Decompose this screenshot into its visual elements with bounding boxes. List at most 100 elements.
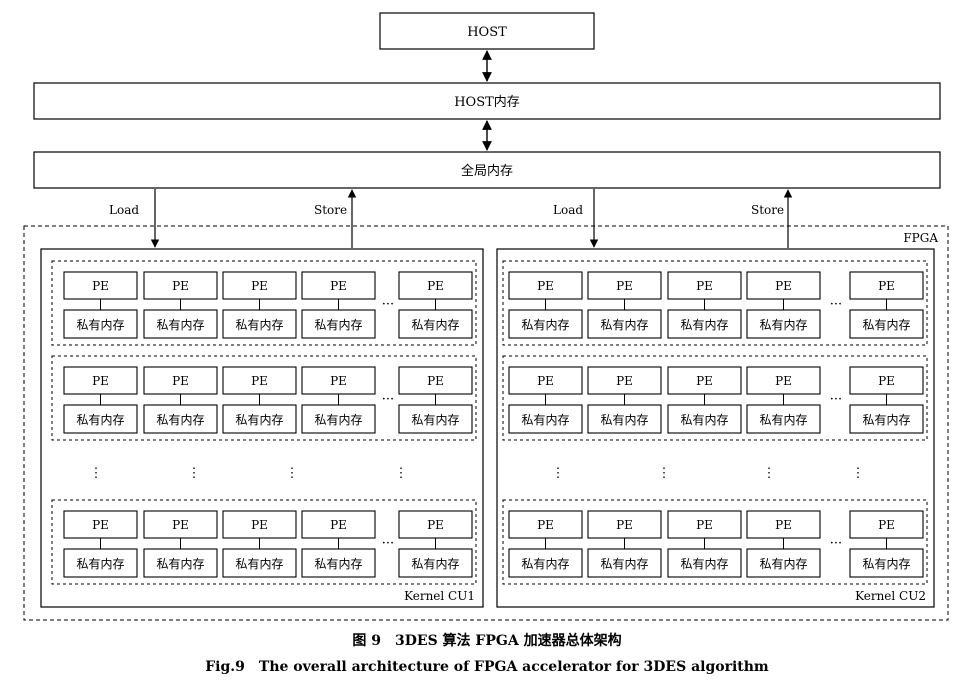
private-memory-label: 私有内存 [759,557,807,571]
pe-label: PE [616,279,633,293]
pe-label: PE [878,374,895,388]
pe-cell: PE 私有内存 [222,510,297,578]
store-label-cu2: Store [751,203,784,217]
kernel-cu2: Kernel CU2 [496,248,935,608]
private-memory-box [667,548,742,578]
fpga-boundary: FPGA [23,225,949,621]
horizontal-ellipsis: ··· [830,536,842,551]
fpga-label: FPGA [903,231,938,245]
horizontal-ellipsis: ··· [830,392,842,407]
private-memory-label: 私有内存 [156,318,204,332]
pe-row-boundary [502,260,928,346]
private-memory-label: 私有内存 [235,557,283,571]
private-memory-label: 私有内存 [411,557,459,571]
private-memory-box [667,404,742,434]
pe-label: PE [92,374,109,388]
private-memory-label: 私有内存 [521,413,569,427]
private-memory-box [587,309,662,339]
private-memory-label: 私有内存 [862,318,910,332]
pe-label: PE [775,279,792,293]
pe-cell: PE 私有内存 [508,510,583,578]
global-memory-label: 全局内存 [461,163,513,179]
vertical-ellipsis: ⋮ [90,466,103,481]
private-memory-label: 私有内存 [680,318,728,332]
pe-label: PE [330,374,347,388]
private-memory-box [746,548,821,578]
pe-box [746,271,821,300]
pe-box [587,510,662,539]
private-memory-label: 私有内存 [76,318,124,332]
private-memory-label: 私有内存 [156,557,204,571]
private-memory-box [143,548,218,578]
load-label-cu1: Load [109,203,139,217]
kernel-cu1-label: Kernel CU1 [404,589,475,603]
private-memory-label: 私有内存 [411,413,459,427]
pe-box [222,366,297,395]
private-memory-label: 私有内存 [759,318,807,332]
pe-label: PE [537,518,554,532]
host-label: HOST [467,25,507,40]
pe-label: PE [696,374,713,388]
pe-cell: PE 私有内存 [398,510,473,578]
pe-label: PE [172,279,189,293]
private-memory-box [301,548,376,578]
caption-zh: 图 9 3DES 算法 FPGA 加速器总体架构 [352,632,621,649]
pe-row-boundary [502,499,928,585]
pe-box [746,366,821,395]
pe-label: PE [616,374,633,388]
pe-label: PE [427,279,444,293]
pe-cell: PE 私有内存 [398,366,473,434]
pe-cell: PE 私有内存 [143,510,218,578]
pe-box [398,510,473,539]
private-memory-box [398,404,473,434]
pe-label: PE [172,518,189,532]
pe-label: PE [251,518,268,532]
pe-label: PE [92,518,109,532]
pe-box [398,271,473,300]
private-memory-box [849,548,924,578]
private-memory-box [587,404,662,434]
private-memory-box [143,309,218,339]
private-memory-label: 私有内存 [600,318,648,332]
pe-grid-cu1: PE 私有内存 PE 私有内存 PE 私有内存 PE 私有内存 PE 私有内存 ··· PE 私有内存 P… [51,260,477,585]
pe-box [301,366,376,395]
pe-cell: PE 私有内存 [587,271,662,339]
pe-label: PE [427,518,444,532]
private-memory-box [301,404,376,434]
pe-label: PE [775,374,792,388]
private-memory-label: 私有内存 [680,557,728,571]
horizontal-ellipsis: ··· [382,536,394,551]
pe-label: PE [172,374,189,388]
vertical-ellipsis: ⋮ [852,466,865,481]
private-memory-box [63,309,138,339]
pe-box [398,366,473,395]
vertical-ellipsis: ⋮ [763,466,776,481]
vertical-ellipsis: ⋮ [286,466,299,481]
pe-label: PE [427,374,444,388]
horizontal-ellipsis: ··· [830,297,842,312]
pe-box [849,510,924,539]
pe-box [222,510,297,539]
private-memory-label: 私有内存 [521,557,569,571]
host-memory-box: HOST内存 [33,82,941,120]
pe-box [63,271,138,300]
private-memory-box [398,309,473,339]
private-memory-box [508,404,583,434]
pe-label: PE [92,279,109,293]
kernel-cu2-label: Kernel CU2 [855,589,926,603]
pe-cell: PE 私有内存 [63,271,138,339]
private-memory-label: 私有内存 [862,557,910,571]
pe-box [301,271,376,300]
pe-label: PE [251,279,268,293]
